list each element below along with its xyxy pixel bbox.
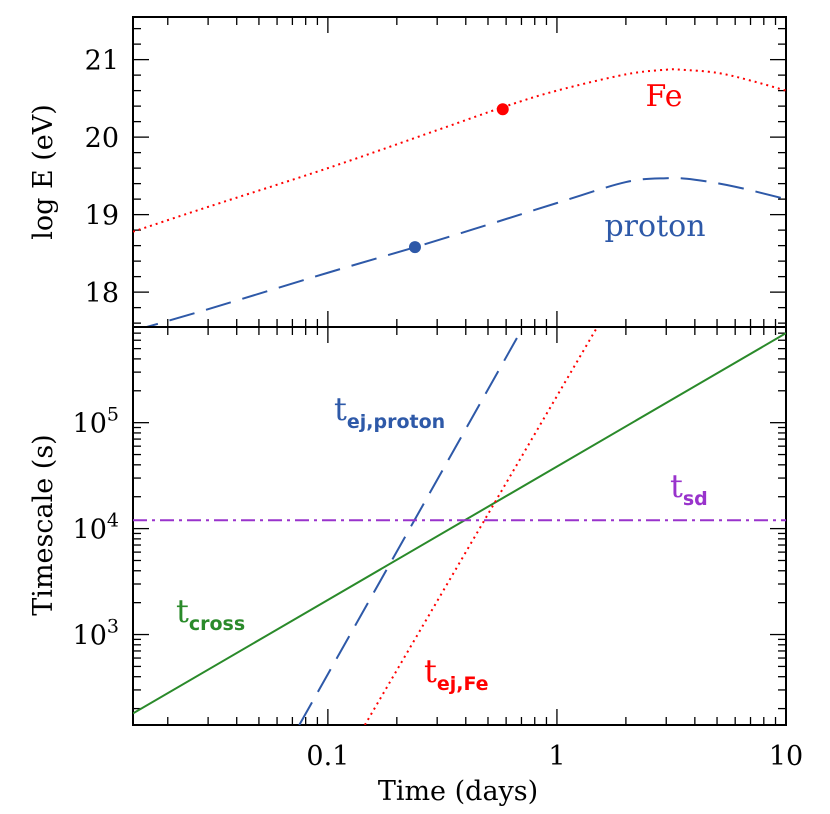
top-series-group (133, 68, 786, 327)
series-label-t-sd: tsd (670, 467, 708, 510)
y-tick-label: 18 (85, 278, 119, 309)
y-tick-label: 21 (85, 46, 119, 77)
series-label-proton: proton (604, 209, 705, 244)
bottom-plot-frame (132, 326, 787, 726)
bottom-panel: 0.1 1 10 103 104 105 tcross tej,proton tej,Fe tsd (73, 326, 803, 772)
y-tick-label: 105 (73, 404, 119, 440)
series-label-Fe: Fe (646, 79, 683, 114)
series-label-t-ej-proton: tej,proton (334, 390, 445, 433)
series-label-t-ej-Fe: tej,Fe (424, 652, 489, 695)
series-line-proton (142, 177, 786, 327)
top-plot-frame (132, 16, 787, 328)
bottom-series-group (133, 327, 786, 725)
y-tick-label: 104 (73, 510, 119, 546)
x-tick-label: 1 (548, 741, 565, 772)
y-tick-label: 103 (73, 616, 119, 652)
bottom-y-axis-label: Timescale (s) (28, 434, 59, 615)
series-label-t-cross: tcross (176, 592, 245, 635)
marker-Fe (496, 103, 509, 116)
series-line-t-ej-Fe (363, 327, 599, 725)
top-y-axis-label: log E (eV) (28, 104, 59, 240)
y-tick-label: 20 (85, 123, 119, 154)
series-line-t-cross (133, 332, 786, 715)
y-tick-label: 19 (85, 201, 119, 232)
series-line-Fe (133, 68, 786, 233)
x-tick-label: 10 (769, 741, 803, 772)
x-axis-label: Time (days) (378, 776, 538, 807)
x-tick-label: 0.1 (306, 741, 349, 772)
marker-proton (408, 241, 421, 254)
series-line-t-ej-proton (298, 329, 523, 725)
